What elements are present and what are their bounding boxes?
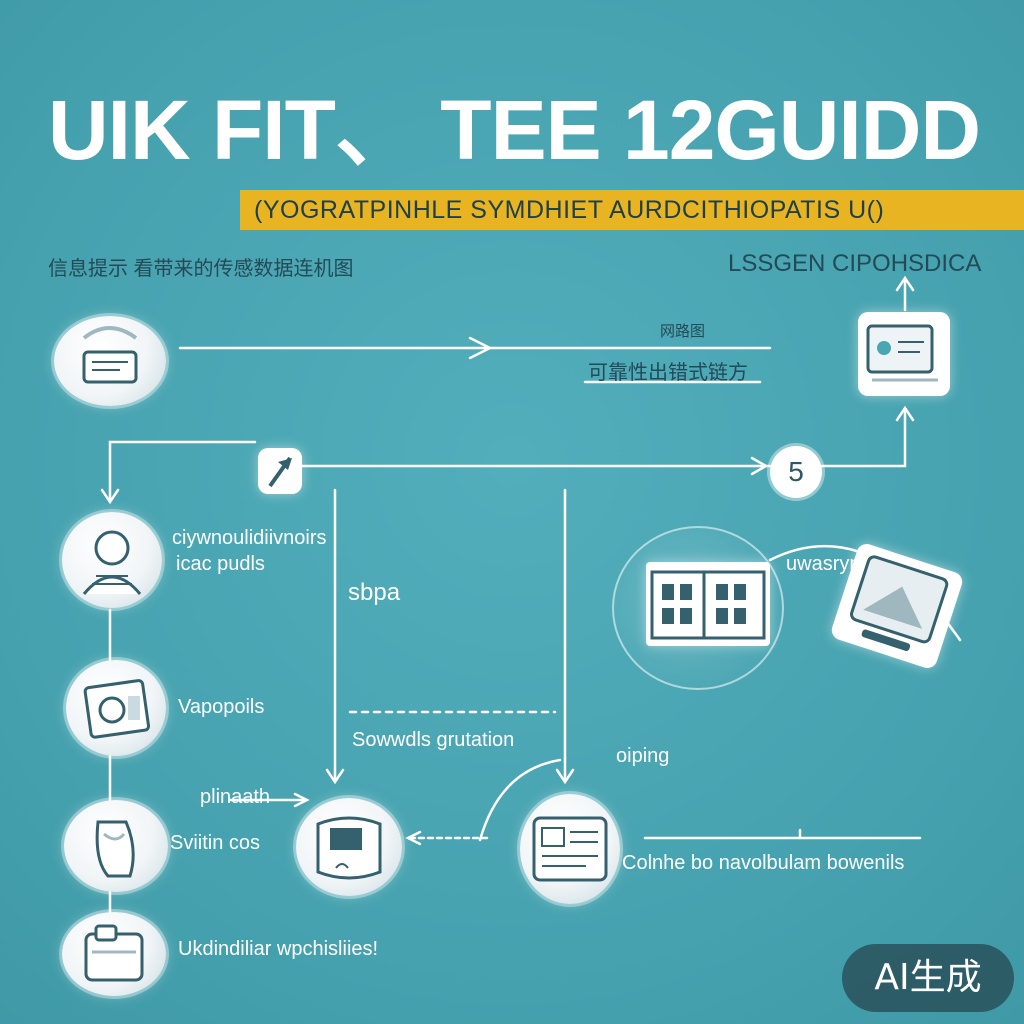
node-building xyxy=(646,562,770,646)
label-top-left: 信息提示 看带来的传感数据连机图 xyxy=(48,258,354,280)
flag-icon xyxy=(268,456,292,488)
label-center-1: sbpa xyxy=(348,579,401,606)
node-small-flag xyxy=(258,448,302,494)
label-right-mid: oiping xyxy=(616,745,670,767)
connector-arc-bottom xyxy=(478,758,562,842)
connector-left-loop xyxy=(108,440,257,502)
node-device xyxy=(829,541,965,671)
node-scroll xyxy=(520,794,620,904)
jar-icon xyxy=(316,816,382,880)
device-icon xyxy=(850,555,949,651)
connector-arrow-to-badge xyxy=(750,456,769,476)
connector-arrow-left-down xyxy=(100,488,120,505)
node-bag xyxy=(62,912,166,996)
bag-icon xyxy=(84,924,144,982)
node-head xyxy=(54,316,166,406)
building-icon xyxy=(650,570,766,640)
person-icon xyxy=(82,530,142,595)
connector-arrow-bottom-left xyxy=(405,830,422,846)
document-icon xyxy=(866,324,938,382)
label-mid-top-small: 网路图 xyxy=(660,323,706,340)
label-left-3-b: Sviitin cos xyxy=(170,832,261,854)
connector-arrow-center-1 xyxy=(325,768,345,785)
page-title: UIK FIT、 TEE 12GUIDD xyxy=(48,83,981,177)
label-left-2: Vapopoils xyxy=(178,696,265,718)
label-left-3-a: plinaath xyxy=(200,786,271,808)
node-cup xyxy=(64,800,168,892)
node-jar xyxy=(296,798,402,896)
subtitle-banner: (YOGRATPINHLE SYMDHIET AURDCITHIOPATIS U… xyxy=(240,190,1024,230)
connector-arrowhead-top xyxy=(468,336,493,360)
node-folder xyxy=(66,660,166,756)
label-bottom-right: Colnhe bo navolbulam bowenils xyxy=(622,852,905,874)
folder-icon xyxy=(83,679,151,739)
cup-icon xyxy=(95,820,135,878)
node-person xyxy=(62,512,162,608)
label-bottom-left: Ukdindiliar wpchisliies! xyxy=(178,938,379,960)
connector-badge-to-tile xyxy=(820,408,907,468)
label-center-2: Sowwdls grutation xyxy=(352,729,515,751)
connector-arrow-up-lower xyxy=(895,405,915,422)
node-document xyxy=(858,312,950,396)
subtitle-text: (YOGRATPINHLE SYMDHIET AURDCITHIOPATIS U… xyxy=(254,196,885,224)
head-icon xyxy=(82,326,138,384)
step-number-badge: 5 xyxy=(770,446,822,498)
connector-arrow-sbpa xyxy=(293,792,310,808)
connector-arrow-center-2 xyxy=(555,768,575,785)
label-top-right: LSSGEN CIPOHSDICA xyxy=(728,250,982,277)
label-mid-top: 可靠性出错式链方 xyxy=(588,362,748,384)
label-left-1-b: icac pudls xyxy=(176,553,265,575)
scroll-icon xyxy=(532,816,608,882)
connector-arrow-up-upper xyxy=(895,275,915,292)
label-left-1-a: ciywnoulidiivnoirs xyxy=(172,527,327,549)
ai-generated-badge: AI生成 xyxy=(842,944,1014,1012)
